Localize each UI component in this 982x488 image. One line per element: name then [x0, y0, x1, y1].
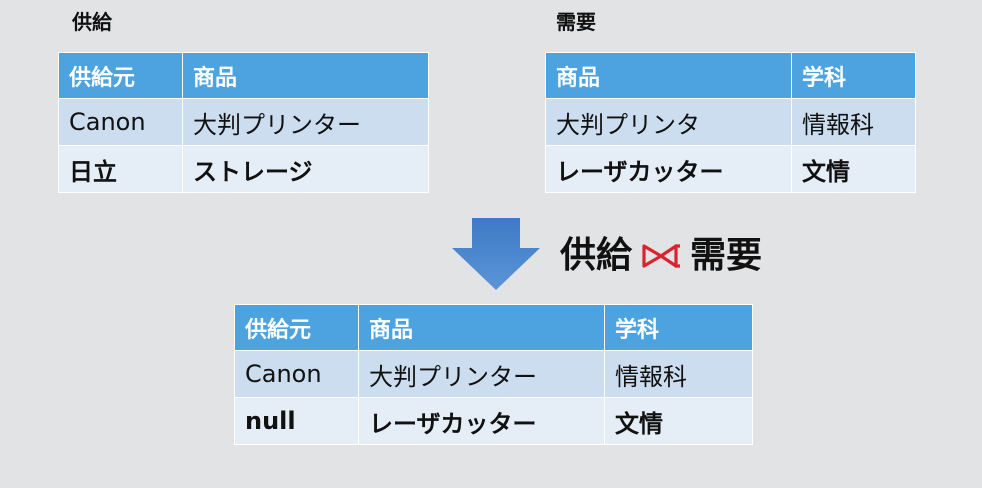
table-header-row: 商品 学科 [545, 52, 916, 99]
table-cell: 文情 [604, 397, 753, 445]
table-cell: null [234, 397, 359, 445]
join-right-operand: 需要 [690, 235, 763, 276]
table-cell: Canon [58, 98, 183, 146]
table-header-row: 供給元 商品 学科 [234, 304, 753, 351]
supply-table: 供給元 商品 Canon 大判プリンター 日立 ストレージ [58, 52, 429, 193]
table-row: Canon 大判プリンター 情報科 [234, 350, 753, 398]
table-cell: 大判プリンター [358, 350, 605, 398]
down-arrow-icon [452, 218, 540, 290]
table-cell: 情報科 [791, 98, 916, 146]
column-header: 商品 [358, 304, 605, 351]
table-cell: Canon [234, 350, 359, 398]
right-outer-join-icon [642, 235, 682, 279]
join-expression: 供給 需要 [560, 234, 762, 279]
table-cell: 情報科 [604, 350, 753, 398]
table-row: 日立 ストレージ [58, 145, 429, 193]
supply-caption: 供給 [72, 10, 112, 34]
column-header: 供給元 [58, 52, 183, 99]
column-header: 商品 [182, 52, 429, 99]
table-row: 大判プリンタ 情報科 [545, 98, 916, 146]
table-row: Canon 大判プリンター [58, 98, 429, 146]
table-cell: 文情 [791, 145, 916, 193]
demand-table: 商品 学科 大判プリンタ 情報科 レーザカッター 文情 [545, 52, 916, 193]
table-header-row: 供給元 商品 [58, 52, 429, 99]
table-cell: ストレージ [182, 145, 429, 193]
table-row: null レーザカッター 文情 [234, 397, 753, 445]
table-row: レーザカッター 文情 [545, 145, 916, 193]
column-header: 商品 [545, 52, 792, 99]
table-cell: 大判プリンタ [545, 98, 792, 146]
result-table: 供給元 商品 学科 Canon 大判プリンター 情報科 null レーザカッター… [234, 304, 753, 445]
table-cell: 日立 [58, 145, 183, 193]
column-header: 学科 [604, 304, 753, 351]
column-header: 供給元 [234, 304, 359, 351]
join-left-operand: 供給 [560, 235, 633, 276]
table-cell: レーザカッター [358, 397, 605, 445]
table-cell: レーザカッター [545, 145, 792, 193]
column-header: 学科 [791, 52, 916, 99]
demand-caption: 需要 [556, 10, 596, 34]
table-cell: 大判プリンター [182, 98, 429, 146]
